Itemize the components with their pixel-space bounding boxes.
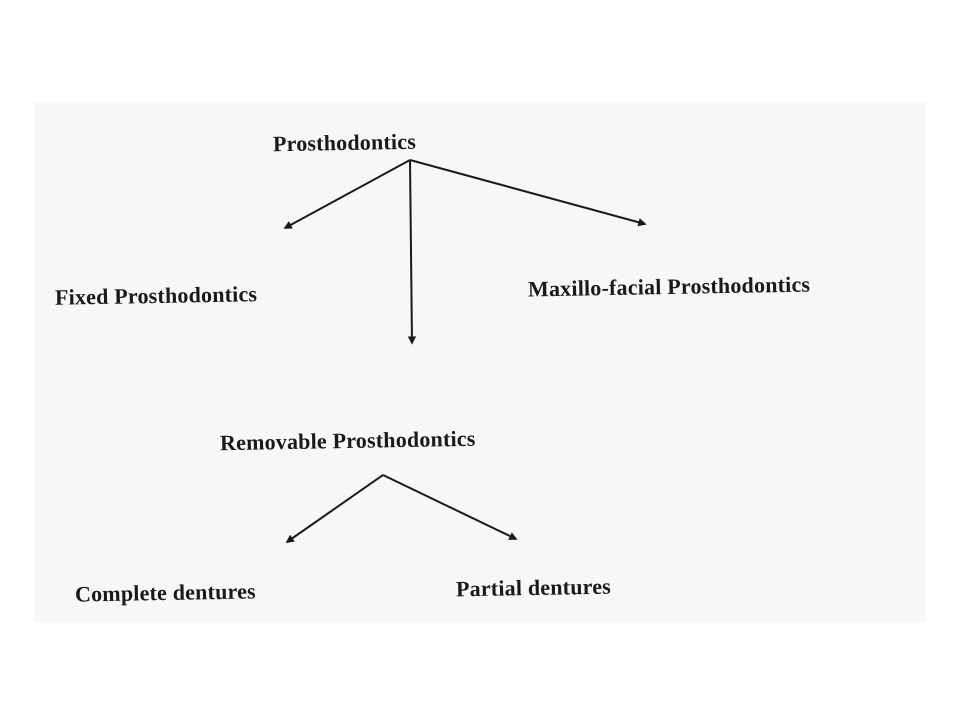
arrow-removable-to-complete	[285, 474, 384, 543]
removable-node-label: Removable Prosthodontics	[219, 425, 476, 456]
maxillofacial-node-label: Maxillo-facial Prosthodontics	[527, 271, 811, 302]
arrow-root-to-removable	[407, 159, 417, 345]
arrow-removable-to-partial	[382, 474, 518, 540]
fixed-node-label: Fixed Prosthodontics	[54, 281, 258, 310]
complete-dentures-label: Complete dentures	[74, 578, 257, 607]
partial-dentures-label: Partial dentures	[455, 573, 612, 602]
arrow-root-to-maxillofacial	[409, 159, 647, 227]
root-node-label: Prosthodontics	[272, 128, 417, 157]
scanned-page-background	[34, 102, 926, 622]
arrow-root-to-fixed	[283, 159, 411, 229]
